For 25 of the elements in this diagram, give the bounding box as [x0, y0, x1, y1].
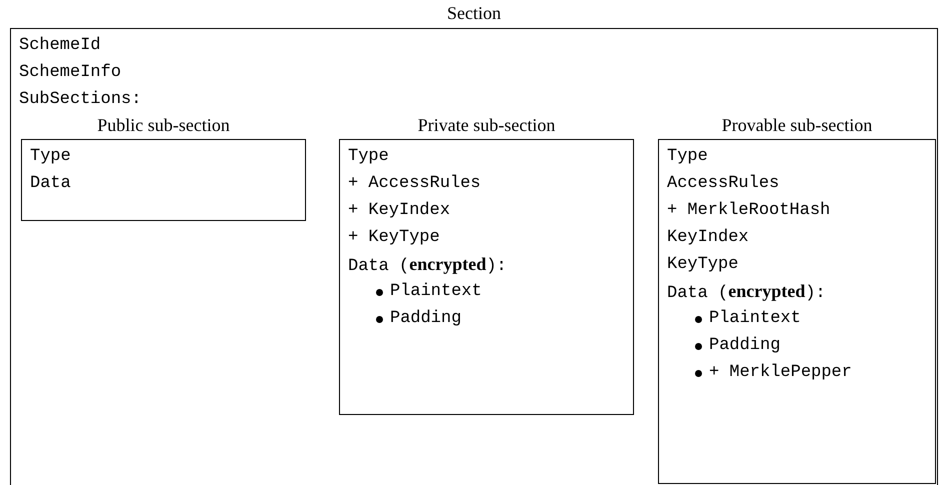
field-name: SchemeInfo	[19, 62, 122, 84]
field-name: SchemeId	[19, 35, 101, 57]
field-name: Type	[348, 146, 389, 168]
field-name: Data (encrypted):	[348, 253, 507, 278]
field-name: SubSections:	[19, 89, 142, 111]
field-name: Padding	[390, 308, 462, 330]
field-name: + KeyIndex	[348, 200, 450, 222]
field-name: Data	[30, 173, 71, 195]
field-name: Data (encrypted):	[667, 280, 826, 305]
field-name: Type	[30, 146, 71, 168]
field-name: KeyIndex	[667, 227, 749, 249]
section-heading: Private sub-section	[418, 115, 556, 136]
field-name: AccessRules	[667, 173, 780, 195]
field-name: Type	[667, 146, 708, 168]
field-name: Plaintext	[709, 308, 801, 330]
section-heading: Public sub-section	[97, 115, 230, 136]
field-name: + AccessRules	[348, 173, 481, 195]
section-heading: Provable sub-section	[722, 115, 872, 136]
field-name: Padding	[709, 335, 780, 357]
field-name: + KeyType	[348, 227, 440, 249]
field-name: KeyType	[667, 254, 738, 276]
field-name: + MerkleRootHash	[667, 200, 830, 222]
field-name: Plaintext	[390, 281, 482, 303]
field-name: + MerklePepper	[709, 362, 852, 384]
section-heading: Section	[447, 3, 501, 24]
